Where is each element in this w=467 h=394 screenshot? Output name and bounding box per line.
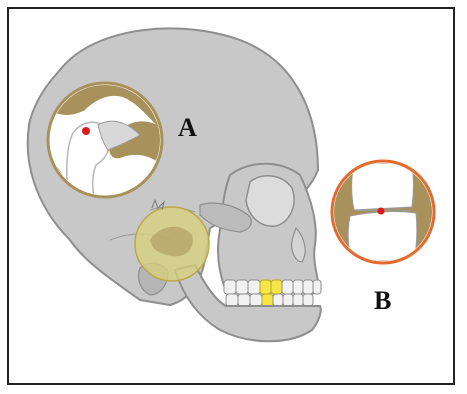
- label-b: B: [374, 288, 391, 314]
- tmj-red-dot: [82, 127, 90, 135]
- upper-teeth: [224, 280, 321, 294]
- closeup-b: [332, 161, 434, 263]
- label-a: A: [178, 115, 197, 141]
- upper-tooth-closeup-icon: [352, 163, 414, 210]
- closeup-a: [48, 83, 162, 197]
- contact-red-dot: [378, 208, 385, 215]
- lower-tooth-closeup-icon: [348, 212, 417, 261]
